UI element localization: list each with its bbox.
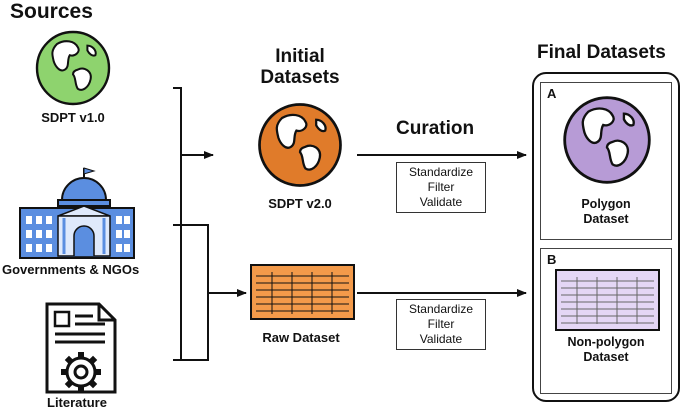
step-validate: Validate — [419, 332, 463, 346]
box-letter-b: B — [547, 252, 557, 267]
source-label-literature: Literature — [47, 395, 107, 410]
globe-icon — [258, 103, 342, 187]
initial-title-line2: Datasets — [260, 67, 340, 88]
non-polygon-dataset-box: B Non-polygon Dataset — [540, 248, 672, 394]
non-polygon-dataset-label: Non-polygon Dataset — [541, 335, 671, 365]
curation-steps-top: Standardize Filter Validate — [396, 162, 486, 213]
initial-title: Initial Datasets — [240, 46, 360, 88]
polygon-dataset-label: Polygon Dataset — [541, 197, 671, 227]
non-polygon-label-line2: Dataset — [583, 350, 629, 364]
step-filter: Filter — [427, 317, 455, 331]
box-letter-a: A — [547, 86, 557, 101]
globe-icon — [35, 30, 111, 106]
step-validate: Validate — [419, 195, 463, 209]
polygon-dataset-box: A Polygon Dataset — [540, 82, 672, 240]
initial-title-line1: Initial — [275, 46, 325, 67]
polygon-label-line2: Dataset — [583, 212, 629, 226]
step-standardize: Standardize — [408, 302, 474, 316]
step-standardize: Standardize — [408, 165, 474, 179]
table-icon — [250, 264, 355, 320]
initial-label-raw-dataset: Raw Dataset — [262, 330, 340, 345]
source-label-governments: Governments & NGOs — [2, 262, 140, 277]
raw-bracket — [173, 224, 209, 361]
globe-icon — [563, 96, 651, 184]
step-filter: Filter — [427, 180, 455, 194]
curation-title: Curation — [396, 118, 475, 139]
polygon-label-line1: Polygon — [581, 197, 631, 211]
non-polygon-label-line1: Non-polygon — [567, 335, 645, 349]
initial-label-sdpt-v2: SDPT v2.0 — [268, 196, 332, 211]
document-gear-icon — [45, 302, 117, 394]
government-building-icon — [19, 167, 135, 259]
final-datasets-panel: A Polygon Dataset B Non-polygon — [532, 72, 680, 402]
curation-steps-bottom: Standardize Filter Validate — [396, 299, 486, 350]
final-title: Final Datasets — [537, 42, 666, 63]
source-label-sdpt-v1: SDPT v1.0 — [41, 110, 105, 125]
sources-title: Sources — [10, 0, 93, 23]
table-icon — [555, 269, 660, 331]
